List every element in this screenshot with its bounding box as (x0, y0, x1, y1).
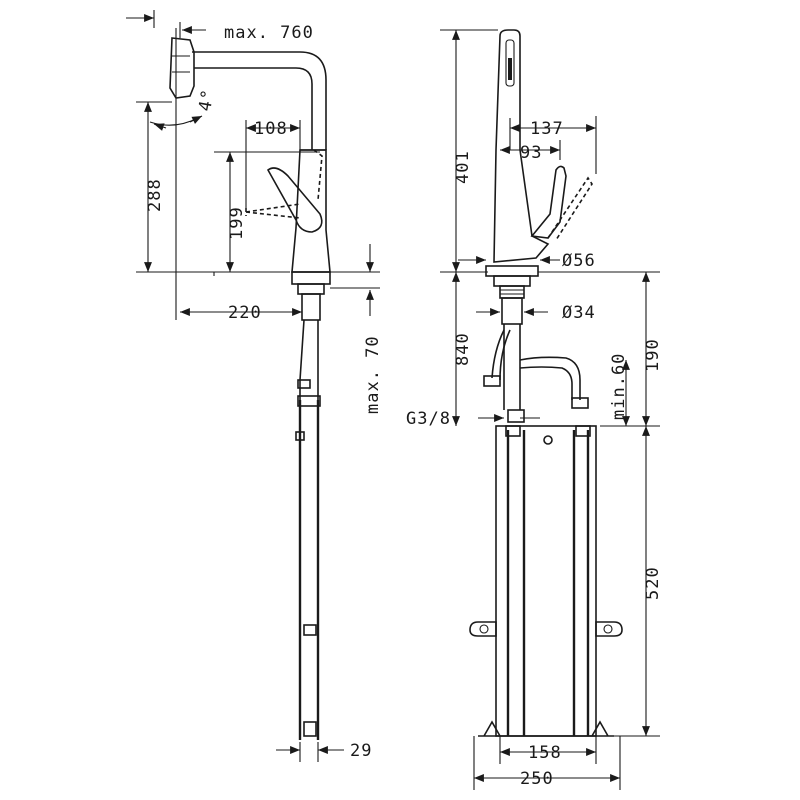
support-box (495, 425, 597, 737)
label-840: 840 (453, 332, 473, 366)
label-g38: G3/8 (406, 409, 451, 429)
front-thread (499, 285, 525, 299)
hose-connector (297, 395, 321, 407)
front-spout (493, 29, 550, 263)
label-250: 250 (520, 769, 554, 789)
label-dia-56: Ø56 (562, 251, 596, 271)
side-view: max. 760 4° 108 288 199 220 max. 70 29 (126, 10, 383, 762)
label-220: 220 (228, 303, 262, 323)
label-max-70: max. 70 (363, 335, 383, 414)
lever-handle (266, 167, 323, 233)
label-108: 108 (254, 119, 288, 139)
front-lever (530, 165, 567, 239)
label-137: 137 (530, 119, 564, 139)
spray-head (169, 37, 195, 99)
label-158: 158 (528, 743, 562, 763)
label-520: 520 (643, 566, 663, 600)
label-401: 401 (453, 150, 473, 184)
label-dia-34: Ø34 (562, 303, 596, 323)
label-max-760: max. 760 (224, 23, 314, 43)
label-190: 190 (643, 338, 663, 372)
label-29: 29 (350, 741, 372, 761)
label-93: 93 (520, 143, 542, 163)
label-288: 288 (145, 178, 165, 212)
faucet-body (291, 149, 331, 273)
base-ring (291, 271, 331, 285)
label-angle-4: 4° (195, 87, 219, 113)
label-199: 199 (227, 206, 247, 240)
spout-arm (192, 51, 327, 150)
front-view: 401 137 93 Ø56 Ø34 840 min.60 190 G3/8 5… (406, 29, 663, 790)
shank (301, 293, 321, 321)
label-min-60: min.60 (609, 353, 629, 420)
front-base-ring (485, 265, 539, 277)
